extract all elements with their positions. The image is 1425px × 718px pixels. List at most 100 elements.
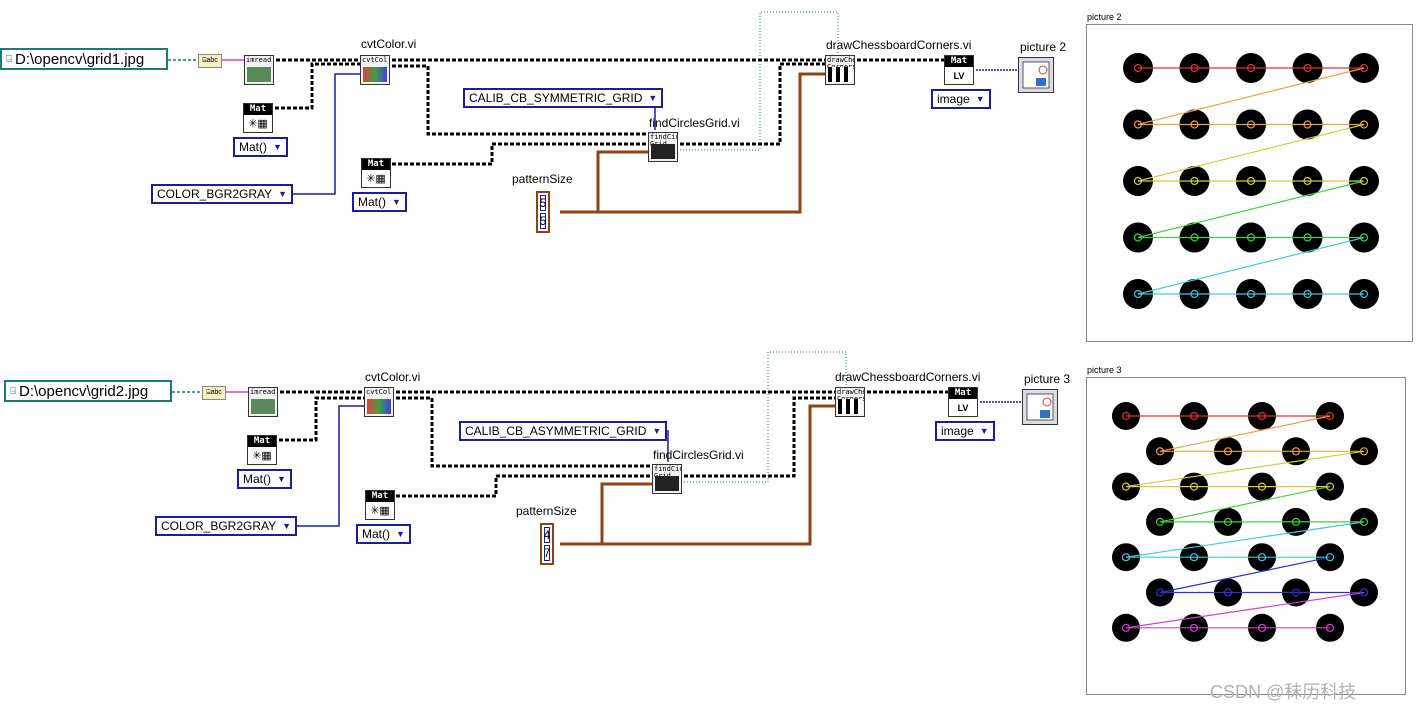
cvtcolor-node-1[interactable]: cvtCol [360, 55, 390, 85]
drawchessboard-node-2[interactable]: drawChe Corners [835, 387, 865, 417]
corner-marker [1359, 588, 1369, 597]
draw-title-2: drawChessboardCorners.vi [835, 370, 981, 384]
mat-lv-text-1: LV [953, 70, 965, 81]
path-to-string-icon[interactable]: ⍈abc [202, 386, 226, 400]
dropdown-arrow-icon: ▼ [648, 93, 658, 103]
corner-marker [1291, 517, 1301, 526]
corner-connector-line [1159, 556, 1331, 594]
findcirclesgrid-node-1[interactable]: findCir Grid [648, 132, 678, 162]
corner-marker [1133, 63, 1143, 73]
pattern-label-1: patternSize [512, 172, 573, 186]
mat-ring-value-1a: Mat() [239, 140, 267, 154]
pattern-array-1[interactable]: 5 5 [536, 191, 550, 233]
picture-label-2: picture 3 [1024, 372, 1071, 386]
picture-indicator-2[interactable] [1022, 389, 1058, 425]
image-ring-value-2: image [941, 424, 974, 438]
corner-marker [1189, 411, 1199, 421]
findcirclesgrid-node-2[interactable]: findCir Grid [652, 464, 682, 494]
path-value-1: D:\opencv\grid1.jpg [15, 50, 145, 68]
matrix-icon: ✳▦ [252, 450, 272, 462]
corner-marker [1359, 517, 1369, 526]
mat-constant-1b[interactable]: Mat ✳▦ [361, 158, 391, 188]
mat-header-2a: Mat [248, 436, 276, 447]
dropdown-arrow-icon: ▼ [273, 142, 282, 152]
corner-connector-line [1137, 67, 1365, 126]
corner-marker [1359, 120, 1369, 129]
mat-lv-text-2: LV [957, 402, 969, 413]
circle-grid-1 [1123, 53, 1379, 309]
image-ring-value-1: image [937, 92, 970, 106]
corner-marker [1189, 553, 1199, 562]
color-convert-icon [363, 67, 387, 82]
mat-lv-node-2[interactable]: Mat LV [948, 387, 978, 417]
corner-marker [1257, 411, 1267, 421]
corner-marker [1246, 176, 1256, 186]
dropdown-arrow-icon: ▼ [277, 474, 286, 484]
mat-ring-2a[interactable]: Mat()▼ [237, 469, 292, 489]
mat-ring-value-1b: Mat() [358, 195, 386, 209]
image-icon [247, 67, 271, 82]
picture-indicator-1[interactable] [1018, 57, 1054, 93]
corner-marker [1155, 588, 1165, 597]
mat-ring-2b[interactable]: Mat()▼ [356, 524, 411, 544]
wires-diagram-2 [172, 351, 1022, 546]
corner-marker [1133, 233, 1143, 242]
color-ring-1[interactable]: COLOR_BGR2GRAY▼ [151, 184, 294, 204]
pattern-value-1b[interactable]: 5 [539, 213, 547, 229]
watermark: CSDN @秣历科技 [1210, 682, 1357, 702]
mat-header-1a: Mat [244, 104, 272, 115]
dropdown-arrow-icon: ▼ [396, 529, 405, 539]
pattern-array-2[interactable]: 4 7 [540, 523, 554, 565]
picture-panel-2[interactable] [1086, 377, 1406, 695]
calib-ring-value-1: CALIB_CB_SYMMETRIC_GRID [469, 91, 643, 105]
path-constant-2[interactable]: ⍈ D:\opencv\grid2.jpg [4, 380, 172, 402]
image-ring-2[interactable]: image▼ [935, 421, 995, 441]
dot-grid-icon [655, 476, 679, 491]
calib-ring-1[interactable]: CALIB_CB_SYMMETRIC_GRID ▼ [463, 88, 664, 108]
path-constant-1[interactable]: ⍈ D:\opencv\grid1.jpg [0, 48, 168, 70]
chessboard-icon [838, 399, 862, 414]
cvtcolor-node-2[interactable]: cvtCol [364, 387, 394, 417]
circle-grid-2 [1112, 402, 1378, 642]
mat-constant-1a[interactable]: Mat ✳▦ [243, 103, 273, 133]
imread-label-2: imread [250, 388, 276, 396]
corner-connector-line [1125, 450, 1365, 488]
mat-lv-header-2: Mat [949, 388, 977, 399]
image-ring-1[interactable]: image▼ [931, 89, 991, 109]
imread-node-2[interactable]: imread [248, 387, 278, 417]
pattern-value-1a[interactable]: 5 [539, 195, 547, 211]
calib-ring-2[interactable]: CALIB_CB_ASYMMETRIC_GRID▼ [459, 421, 668, 441]
pattern-value-2b[interactable]: 7 [543, 545, 551, 561]
picture-panel-1[interactable] [1086, 24, 1413, 342]
mat-lv-node-1[interactable]: Mat LV [944, 55, 974, 85]
corner-marker [1291, 447, 1301, 456]
mat-ring-1b[interactable]: Mat()▼ [352, 192, 407, 212]
matrix-icon: ✳▦ [366, 173, 386, 185]
corner-marker [1257, 623, 1267, 632]
corner-connector-line [1137, 123, 1365, 182]
corner-marker [1223, 447, 1233, 456]
corner-marker [1257, 482, 1267, 491]
wires-diagram-1 [168, 11, 1018, 214]
corner-marker [1359, 289, 1369, 299]
corner-marker [1155, 517, 1165, 526]
corner-marker [1359, 447, 1369, 456]
corner-connector-line [1159, 415, 1331, 452]
mat-constant-2a[interactable]: Mat ✳▦ [247, 435, 277, 465]
mat-ring-1a[interactable]: Mat() ▼ [233, 137, 288, 157]
color-ring-2[interactable]: COLOR_BGR2GRAY▼ [155, 516, 298, 536]
imread-node-1[interactable]: imread [244, 55, 274, 85]
path-to-string-icon[interactable]: ⍈abc [198, 54, 222, 68]
pattern-value-2a[interactable]: 4 [543, 527, 551, 543]
corner-marker [1303, 63, 1312, 73]
corner-marker [1291, 588, 1301, 597]
drawchessboard-node-1[interactable]: drawChe Corners [825, 55, 855, 85]
find-title-2: findCirclesGrid.vi [653, 448, 744, 462]
corner-marker [1155, 447, 1165, 456]
calib-ring-value-2: CALIB_CB_ASYMMETRIC_GRID [465, 424, 647, 438]
mat-constant-2b[interactable]: Mat ✳▦ [365, 490, 395, 520]
corner-marker [1246, 289, 1256, 299]
corner-marker [1325, 553, 1335, 562]
corner-marker [1303, 289, 1312, 299]
